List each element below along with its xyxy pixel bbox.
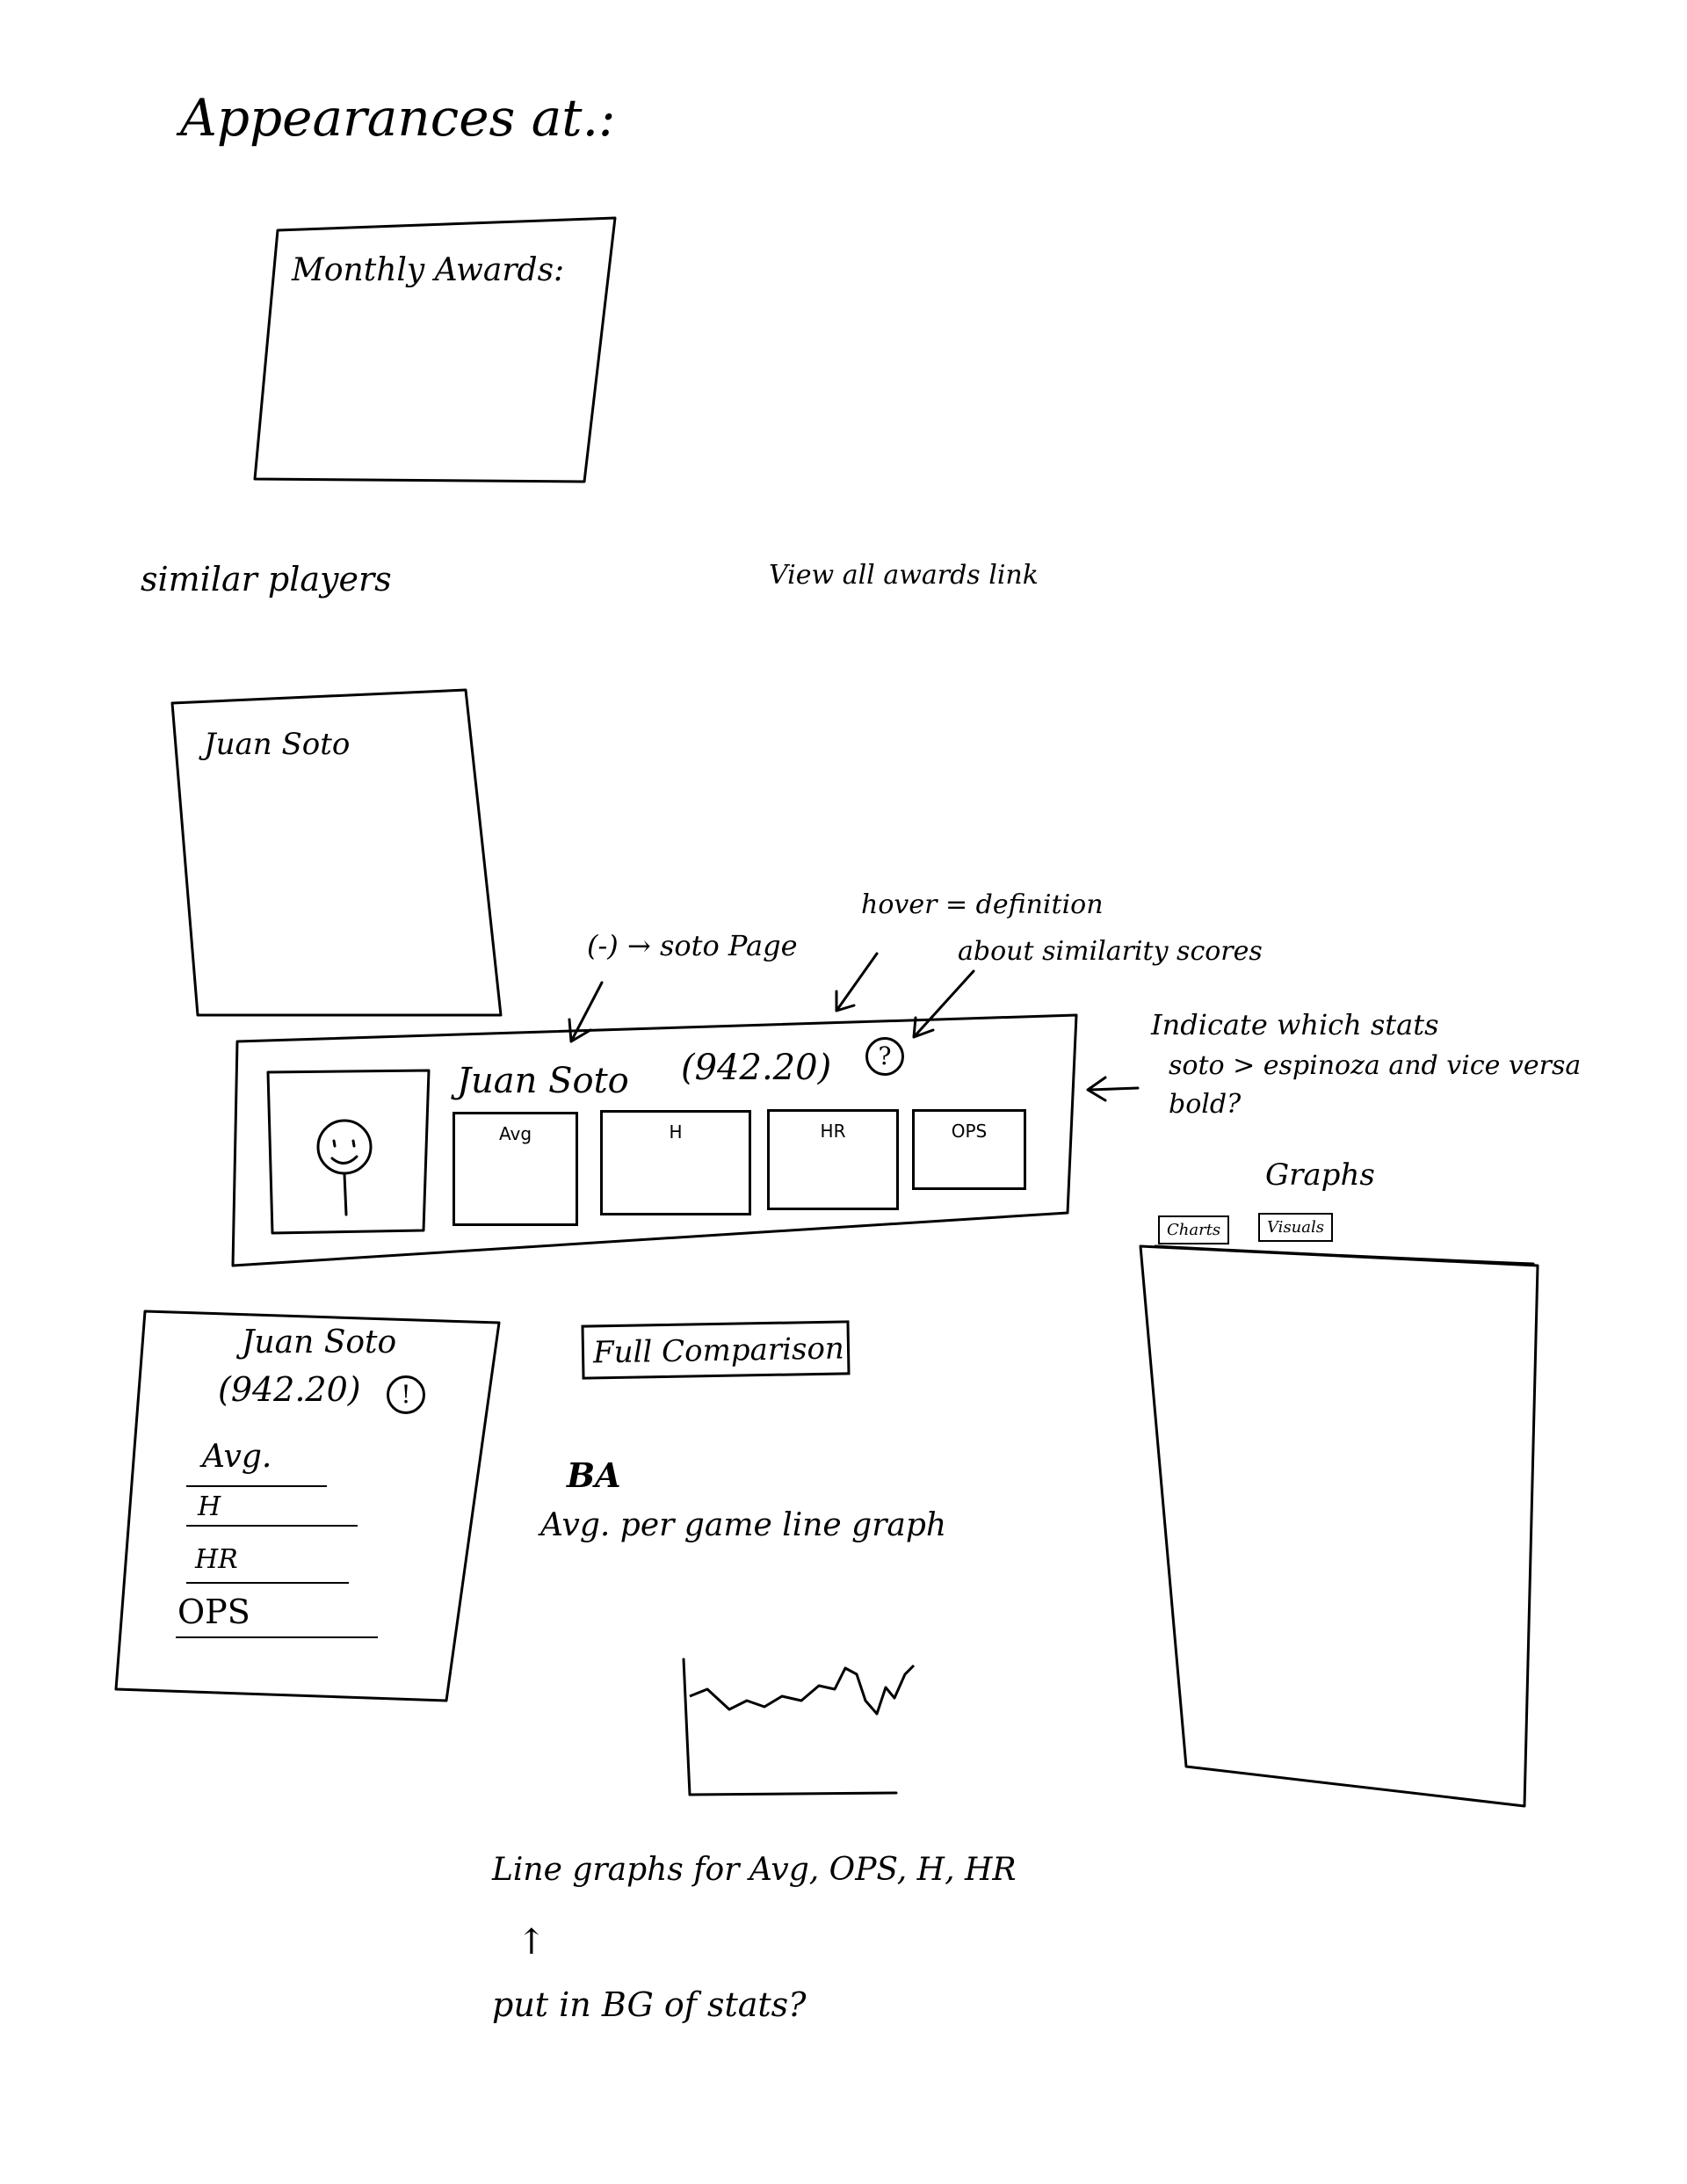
mobile-stat-ops: OPS <box>177 1593 250 1631</box>
question-icon[interactable]: ? <box>865 1037 904 1076</box>
stat-label: Avg <box>498 1123 532 1144</box>
comparison-player-name[interactable]: Juan Soto <box>457 1061 629 1101</box>
comparison-score: (942.20) <box>681 1048 832 1088</box>
full-comparison-label: Full Comparison <box>592 1331 845 1371</box>
ba-graph-axes <box>682 1658 898 1796</box>
mobile-card-player-name: Juan Soto <box>242 1324 397 1360</box>
tab-visuals[interactable]: Visuals <box>1258 1213 1333 1242</box>
graphs-panel-box <box>1139 1244 1539 1808</box>
full-comparison-button[interactable]: Full Comparison <box>581 1320 851 1380</box>
mobile-stat-divider <box>186 1582 349 1584</box>
ba-heading: BA <box>567 1455 621 1495</box>
annotation-indicate-line1: Indicate which stats <box>1151 1008 1439 1041</box>
view-all-awards-link[interactable]: View all awards link <box>769 560 1039 591</box>
note-put-in-bg: put in BG of stats? <box>492 1985 807 2024</box>
comparison-row-box <box>231 1013 1078 1267</box>
monthly-awards-box <box>253 216 617 483</box>
similar-card-player-name: Juan Soto <box>204 727 351 762</box>
annotation-soto-page: (-) → soto Page <box>587 929 798 962</box>
mobile-stat-divider <box>186 1525 358 1527</box>
arrow-up-icon: ↑ <box>517 1922 547 1963</box>
stat-box-hr: HR <box>767 1109 899 1210</box>
tab-charts[interactable]: Charts <box>1158 1215 1230 1244</box>
page-title: Appearances at.: <box>180 88 616 148</box>
mobile-stat-divider <box>186 1485 327 1487</box>
similar-player-card <box>170 688 503 1017</box>
stat-box-avg: Avg <box>453 1112 578 1226</box>
mobile-stat-h: H <box>198 1491 221 1522</box>
mobile-question-icon[interactable]: ! <box>387 1375 425 1414</box>
stat-box-ops: OPS <box>912 1109 1026 1190</box>
mobile-card-box <box>114 1310 501 1702</box>
graphs-panel-title: Graphs <box>1265 1157 1375 1193</box>
arrow-soto-page <box>568 981 604 1043</box>
monthly-awards-label: Monthly Awards: <box>292 252 565 288</box>
annotation-hover-definition: hover = definition <box>861 889 1104 920</box>
note-line-graphs: Line graphs for Avg, OPS, H, HR <box>492 1852 1017 1888</box>
similar-players-label: similar players <box>141 560 392 599</box>
annotation-about-similarity: about similarity scores <box>958 936 1263 967</box>
ba-caption: Avg. per game line graph <box>540 1507 947 1543</box>
arrow-hover <box>835 952 879 1012</box>
mobile-stat-divider <box>176 1636 378 1638</box>
stat-label: HR <box>820 1121 846 1142</box>
stat-label: H <box>669 1121 683 1143</box>
mobile-stat-hr: HR <box>195 1544 238 1575</box>
avatar-head <box>316 1119 373 1175</box>
annotation-indicate-line3: bold? <box>1169 1089 1242 1120</box>
arrow-similarity <box>912 969 975 1039</box>
mobile-stat-avg: Avg. <box>202 1439 272 1475</box>
mobile-card-score: (942.20) <box>218 1370 361 1409</box>
annotation-indicate-line2: soto > espinoza and vice versa <box>1169 1050 1582 1081</box>
stat-label: OPS <box>951 1121 988 1142</box>
stat-box-h: H <box>600 1110 751 1215</box>
avatar-box <box>266 1069 431 1235</box>
arrow-indicate <box>1086 1076 1140 1102</box>
